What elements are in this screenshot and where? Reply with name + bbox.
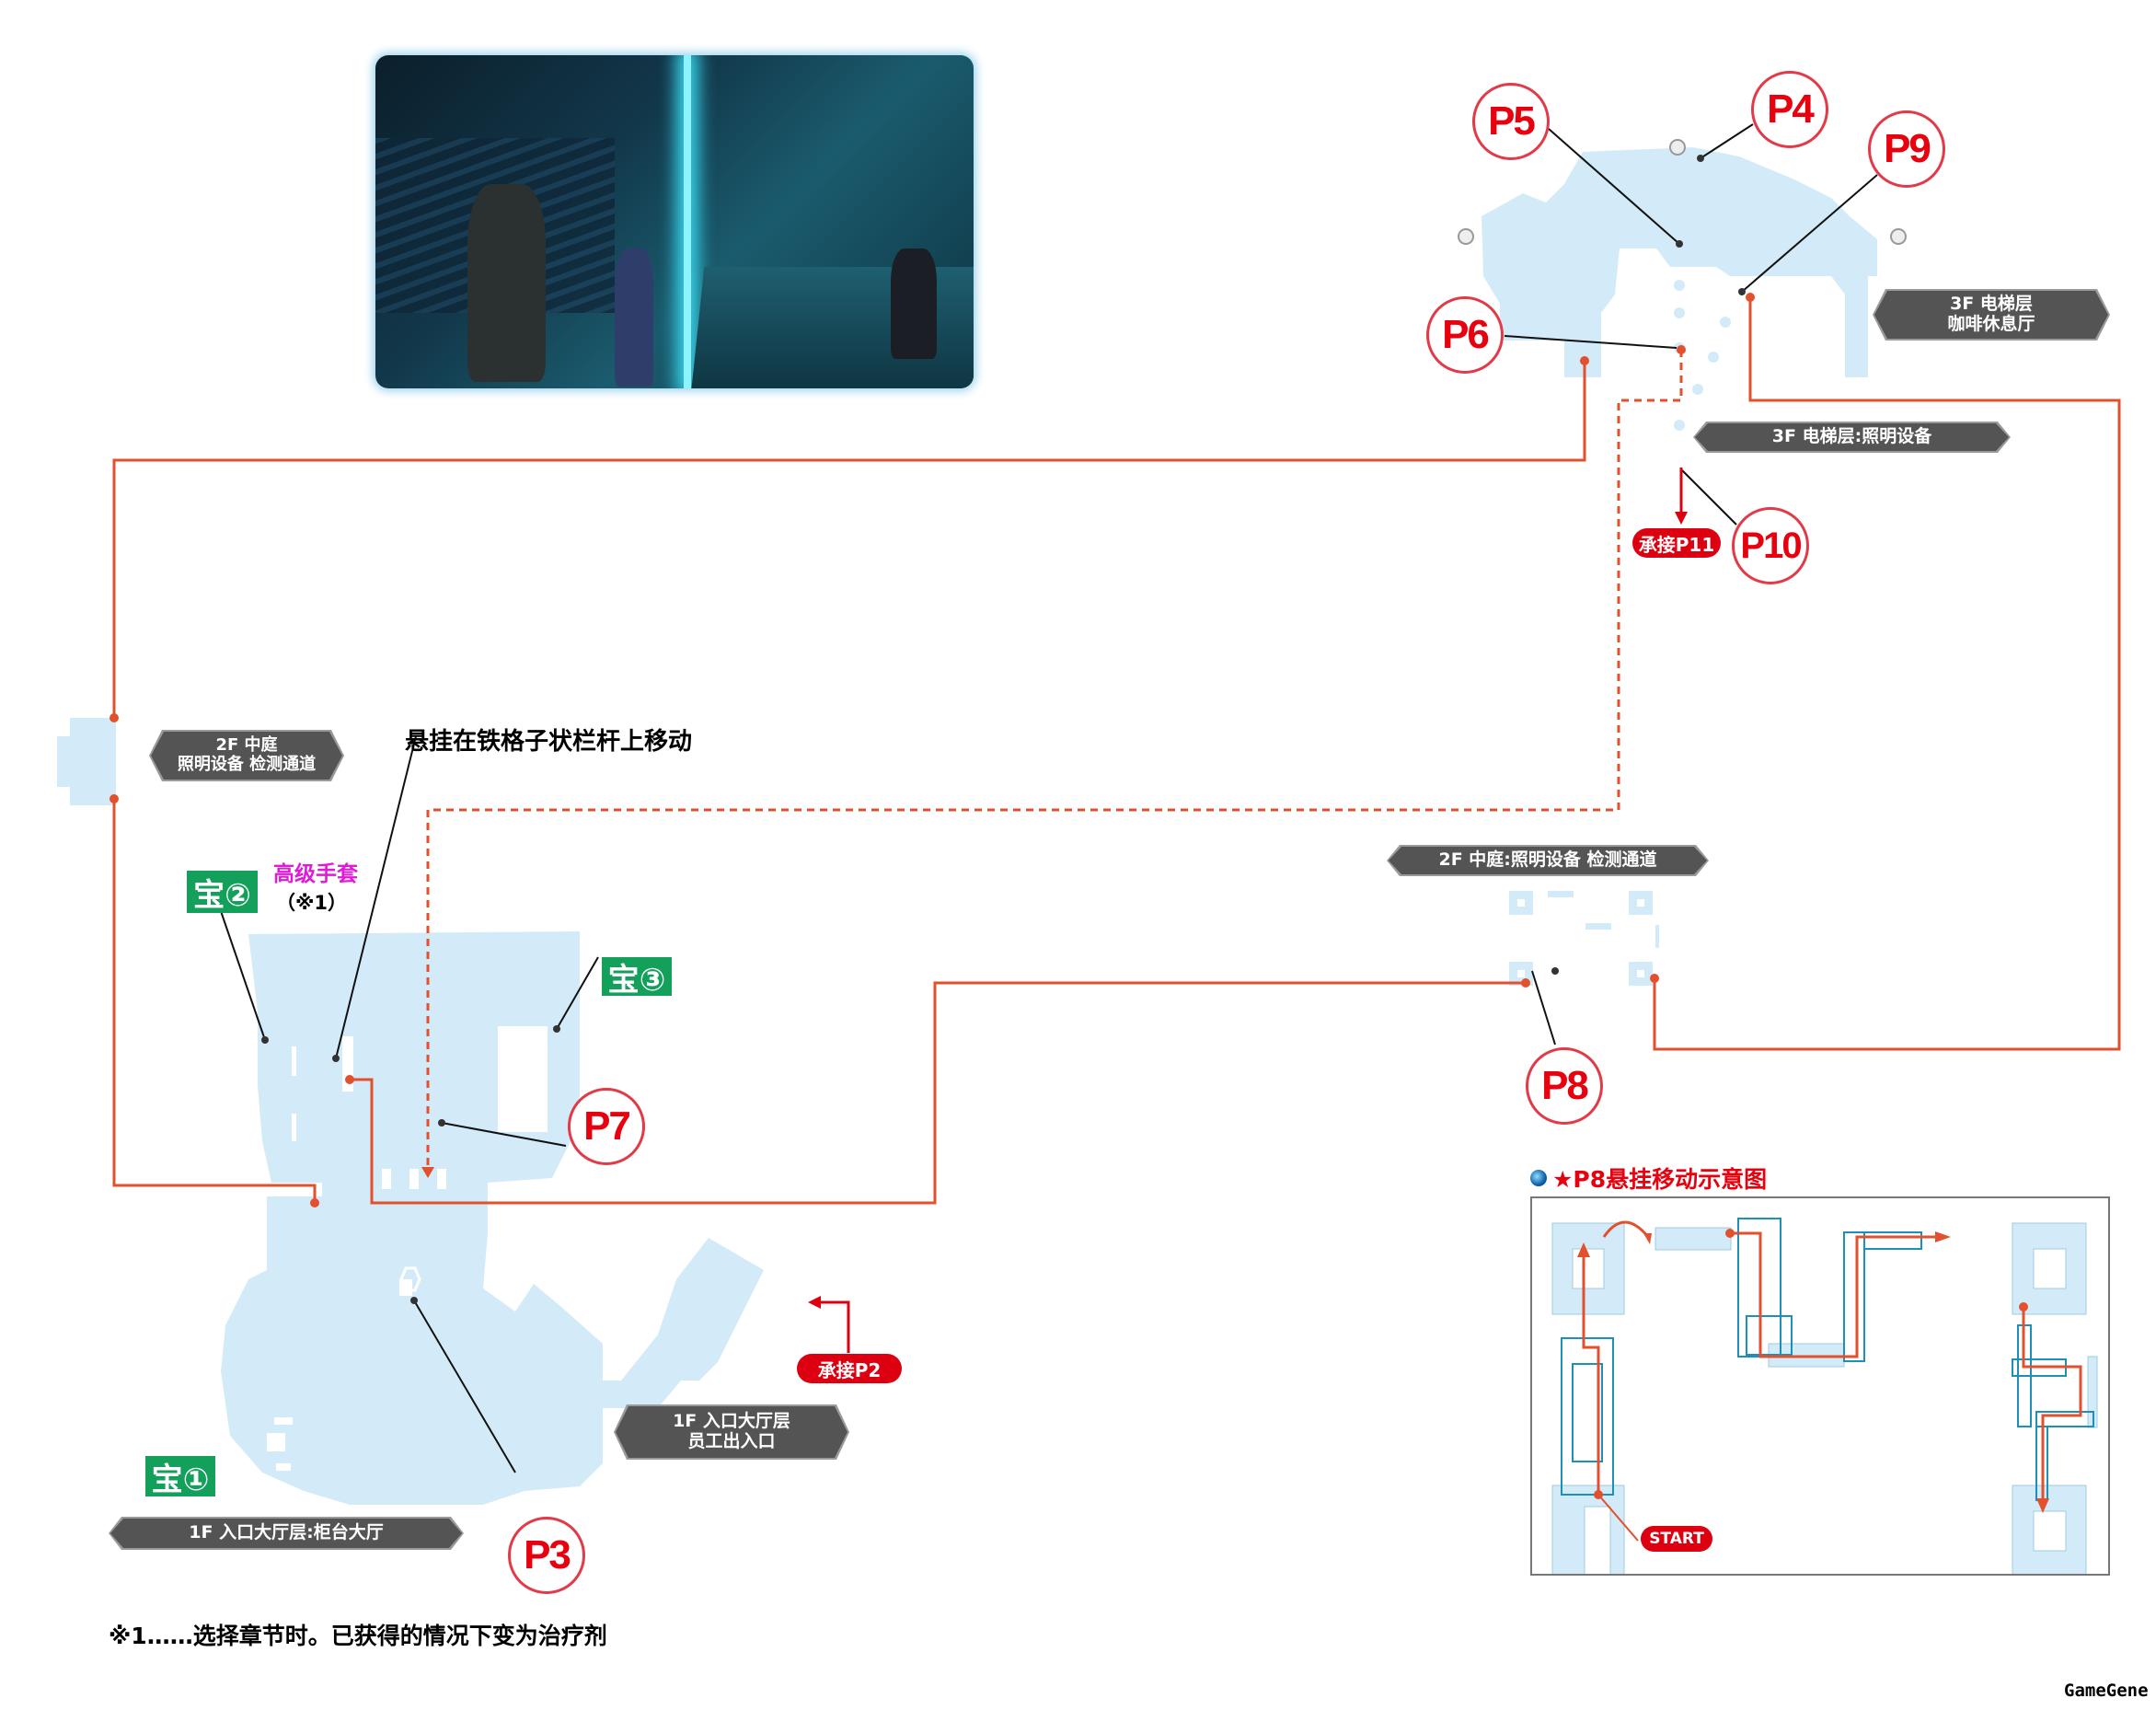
route-2f-left-to-1f	[112, 799, 317, 1203]
p2-arrow-line	[819, 1300, 850, 1353]
inset-header: ★P8悬挂移动示意图	[1530, 1161, 1767, 1195]
p8-hang-diagram-svg	[1551, 1218, 2098, 1577]
continue-to-p11-pill: 承接P11	[1632, 528, 1721, 558]
point-marker-p7: P7	[568, 1088, 645, 1165]
movement-path	[1582, 1220, 2082, 1500]
floor-2f-atrium-plan	[248, 931, 580, 1206]
banner-text: 咖啡休息厅	[1947, 314, 2035, 334]
point-marker-p10: P10	[1732, 507, 1809, 584]
character-figure	[615, 248, 653, 387]
start-pill: START	[1641, 1526, 1712, 1552]
route-2f-right-to-3f	[1653, 297, 2121, 1051]
banner-text: 2F 中庭	[215, 735, 278, 756]
leader-dots	[261, 155, 1746, 1304]
item-note-ref: （※1）	[276, 892, 348, 914]
floor-2f-atrium-openings	[292, 1026, 548, 1189]
banner-text: 员工出入口	[687, 1431, 776, 1451]
treasure-badge-2: 宝②	[187, 871, 258, 914]
vent-icons	[1458, 139, 1907, 245]
game-screenshot	[375, 55, 974, 388]
banner-text: 1F 入口大厅层:柜台大厅	[189, 1522, 384, 1543]
banner-2f-right: 2F 中庭:照明设备 检测通道	[1389, 847, 1707, 874]
character-figure	[467, 184, 546, 382]
floor-3f-plan	[1482, 147, 1877, 377]
point-marker-p5: P5	[1472, 83, 1550, 160]
banner-2f-left: 2F 中庭 照明设备 检测通道	[151, 732, 342, 780]
banner-text: 3F 电梯层	[1950, 294, 2033, 315]
inset-title: ★P8悬挂移动示意图	[1552, 1166, 1768, 1193]
floor-3f-hex-steps	[1674, 280, 1731, 431]
banner-1f-staff: 1F 入口大厅层 员工出入口	[616, 1406, 847, 1458]
p2-arrowhead	[808, 1296, 821, 1309]
p8-hang-diagram: START	[1530, 1196, 2110, 1577]
floor-2f-left-plan	[57, 718, 116, 805]
banner-text: 3F 电梯层:照明设备	[1771, 426, 1932, 447]
floor-1f-plan	[221, 1196, 764, 1505]
dashed-route-arrowhead	[421, 1167, 434, 1178]
banner-text: 2F 中庭:照明设备 检测通道	[1438, 849, 1657, 871]
character-figure	[891, 248, 937, 359]
treasure-badge-1: 宝①	[145, 1456, 215, 1498]
point-marker-p3: P3	[508, 1517, 585, 1594]
item-name-label: 高级手套	[273, 862, 358, 886]
route-3f-dashed	[426, 350, 1683, 1171]
watermark: GameGene	[2064, 1681, 2149, 1701]
treasure-badge-3: 宝③	[602, 957, 672, 999]
continue-from-p2-pill: 承接P2	[797, 1354, 902, 1383]
screenshot-barrier-glow	[684, 55, 691, 388]
p10-arrowhead	[1675, 512, 1688, 525]
banner-1f-counter: 1F 入口大厅层:柜台大厅	[110, 1519, 462, 1548]
point-marker-p4: P4	[1751, 71, 1828, 148]
banner-3f-cafe: 3F 电梯层 咖啡休息厅	[1874, 291, 2108, 339]
hang-movement-annotation: 悬挂在铁格子状栏杆上移动	[405, 728, 693, 756]
route-3f-to-2f-left	[112, 361, 1586, 718]
blue-bullet-icon	[1530, 1170, 1547, 1186]
point-marker-p6: P6	[1426, 296, 1504, 374]
point-marker-p9: P9	[1868, 110, 1945, 188]
route-lines	[112, 297, 2121, 1205]
movement-arrows	[1577, 1229, 2049, 1513]
footnote: ※1……选择章节时。已获得的情况下变为治疗剂	[109, 1623, 607, 1649]
banner-text: 照明设备 检测通道	[177, 755, 317, 774]
route-2f-atrium-to-2f-right	[350, 981, 1526, 1205]
banner-3f-lighting: 3F 电梯层:照明设备	[1695, 423, 2009, 451]
route-dots	[110, 293, 1755, 1207]
banner-text: 1F 入口大厅层	[673, 1411, 790, 1432]
point-marker-p8: P8	[1526, 1047, 1603, 1125]
leader-lines	[203, 123, 1878, 1485]
floor-1f-openings	[267, 1266, 421, 1471]
